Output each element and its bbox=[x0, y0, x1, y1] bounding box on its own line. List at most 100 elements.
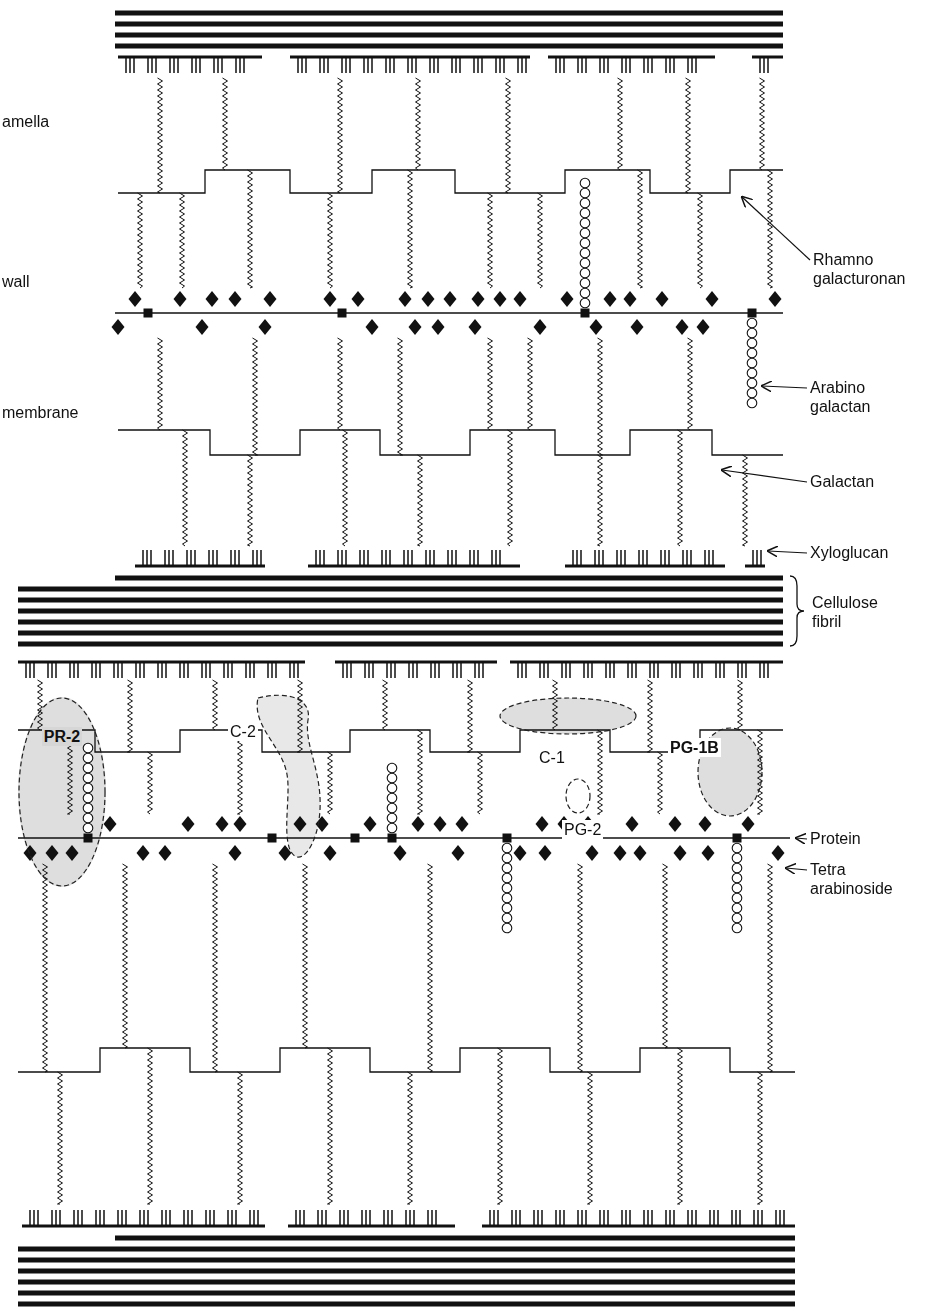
galactan-chain bbox=[738, 680, 743, 730]
tetra-arabinoside-diamond bbox=[534, 319, 547, 335]
cellulose-strand bbox=[18, 609, 783, 614]
xyloglucan-tick bbox=[394, 662, 396, 678]
xyloglucan-tick bbox=[383, 1210, 385, 1226]
component-label: Galactan bbox=[810, 472, 874, 491]
xyloglucan-tick bbox=[625, 57, 627, 73]
xyloglucan-tick bbox=[173, 57, 175, 73]
xyloglucan-tick bbox=[117, 1210, 119, 1226]
xyloglucan-tick bbox=[73, 1210, 75, 1226]
galactan-chain bbox=[328, 1048, 333, 1204]
xyloglucan-tick bbox=[239, 57, 241, 73]
xyloglucan-tick bbox=[363, 550, 365, 566]
xyloglucan-tick bbox=[437, 57, 439, 73]
arabinogalactan-bead bbox=[747, 368, 757, 378]
galactan-chain bbox=[678, 430, 683, 546]
xyloglucan-tick bbox=[415, 57, 417, 73]
cellulose-strand bbox=[18, 1258, 795, 1263]
xyloglucan-backbone bbox=[548, 56, 715, 59]
arabinogalactan-bead bbox=[502, 903, 512, 913]
xyloglucan-tick bbox=[411, 57, 413, 73]
callout-label: PG-2 bbox=[562, 820, 603, 839]
xyloglucan-tick bbox=[213, 57, 215, 73]
xyloglucan-tick bbox=[227, 1210, 229, 1226]
xyloglucan-tick bbox=[169, 57, 171, 73]
rhamnogalacturonan-backbone bbox=[118, 430, 783, 455]
xyloglucan-tick bbox=[687, 1210, 689, 1226]
tetra-arabinoside-diamond bbox=[586, 845, 599, 861]
xyloglucan-tick bbox=[235, 1210, 237, 1226]
xyloglucan-tick bbox=[139, 1210, 141, 1226]
xyloglucan-tick bbox=[627, 662, 629, 678]
cellulose-strand bbox=[18, 620, 783, 625]
xyloglucan-tick bbox=[783, 1210, 785, 1226]
galactan-chain bbox=[688, 338, 693, 430]
xyloglucan-tick bbox=[412, 662, 414, 678]
galactan-chain bbox=[158, 338, 163, 430]
xyloglucan-tick bbox=[559, 1210, 561, 1226]
arabinogalactan-bead bbox=[83, 793, 93, 803]
xyloglucan-tick bbox=[434, 662, 436, 678]
xyloglucan-tick bbox=[603, 1210, 605, 1226]
arabinogalactan-bead bbox=[580, 278, 590, 288]
xyloglucan-tick bbox=[209, 1210, 211, 1226]
xyloglucan-tick bbox=[719, 662, 721, 678]
xyloglucan-tick bbox=[121, 1210, 123, 1226]
arabinogalactan-bead bbox=[502, 893, 512, 903]
xyloglucan-tick bbox=[213, 1210, 215, 1226]
tetra-arabinoside-diamond bbox=[206, 291, 219, 307]
xyloglucan-tick bbox=[643, 1210, 645, 1226]
xyloglucan-tick bbox=[164, 550, 166, 566]
arabinogalactan-bead bbox=[747, 358, 757, 368]
xyloglucan-tick bbox=[407, 57, 409, 73]
xyloglucan-tick bbox=[477, 550, 479, 566]
protein-anchor-square bbox=[338, 309, 347, 318]
xyloglucan-tick bbox=[199, 57, 201, 73]
xyloglucan-tick bbox=[451, 550, 453, 566]
xyloglucan-tick bbox=[253, 1210, 255, 1226]
galactan-chain bbox=[528, 338, 533, 430]
tetra-arabinoside-diamond bbox=[452, 845, 465, 861]
xyloglucan-tick bbox=[638, 550, 640, 566]
arabinogalactan-bead bbox=[387, 783, 397, 793]
xyloglucan-backbone bbox=[308, 565, 520, 568]
xyloglucan-tick bbox=[643, 57, 645, 73]
xyloglucan-tick bbox=[359, 550, 361, 566]
xyloglucan-tick bbox=[205, 1210, 207, 1226]
tetra-arabinoside-diamond bbox=[699, 816, 712, 832]
galactan-chain bbox=[416, 78, 421, 170]
xyloglucan-tick bbox=[647, 57, 649, 73]
protein-anchor-square bbox=[581, 309, 590, 318]
tetra-arabinoside-diamond bbox=[604, 291, 617, 307]
xyloglucan-tick bbox=[599, 1210, 601, 1226]
xyloglucan-tick bbox=[183, 1210, 185, 1226]
xyloglucan-tick bbox=[481, 57, 483, 73]
galactan-chain bbox=[148, 1048, 153, 1204]
arabinogalactan-bead bbox=[580, 218, 590, 228]
tetra-arabinoside-diamond bbox=[216, 816, 229, 832]
xyloglucan-tick bbox=[249, 1210, 251, 1226]
xyloglucan-tick bbox=[267, 662, 269, 678]
xyloglucan-tick bbox=[647, 1210, 649, 1226]
galactan-chain bbox=[213, 864, 218, 1072]
xyloglucan-tick bbox=[499, 550, 501, 566]
xyloglucan-tick bbox=[499, 57, 501, 73]
tetra-arabinoside-diamond bbox=[66, 845, 79, 861]
xyloglucan-tick bbox=[323, 57, 325, 73]
xyloglucan-tick bbox=[735, 1210, 737, 1226]
arabinogalactan-group bbox=[83, 178, 757, 933]
callout-label: PR-2 bbox=[42, 727, 82, 746]
component-label: Rhamno galacturonan bbox=[813, 250, 923, 288]
xyloglucan-tick bbox=[256, 550, 258, 566]
xyloglucan-tick bbox=[665, 57, 667, 73]
arabinogalactan-bead bbox=[83, 743, 93, 753]
tetra-arabinoside-diamond bbox=[422, 291, 435, 307]
xyloglucan-tick bbox=[495, 550, 497, 566]
cellulose-strand bbox=[18, 1269, 795, 1274]
rhamnogalacturonan-backbone bbox=[118, 170, 783, 193]
xyloglucan-tick bbox=[563, 1210, 565, 1226]
xyloglucan-tick bbox=[759, 662, 761, 678]
xyloglucan-tick bbox=[767, 662, 769, 678]
tetra-arabinoside-diamond bbox=[494, 291, 507, 307]
xyloglucan-tick bbox=[763, 57, 765, 73]
xyloglucan-tick bbox=[364, 662, 366, 678]
